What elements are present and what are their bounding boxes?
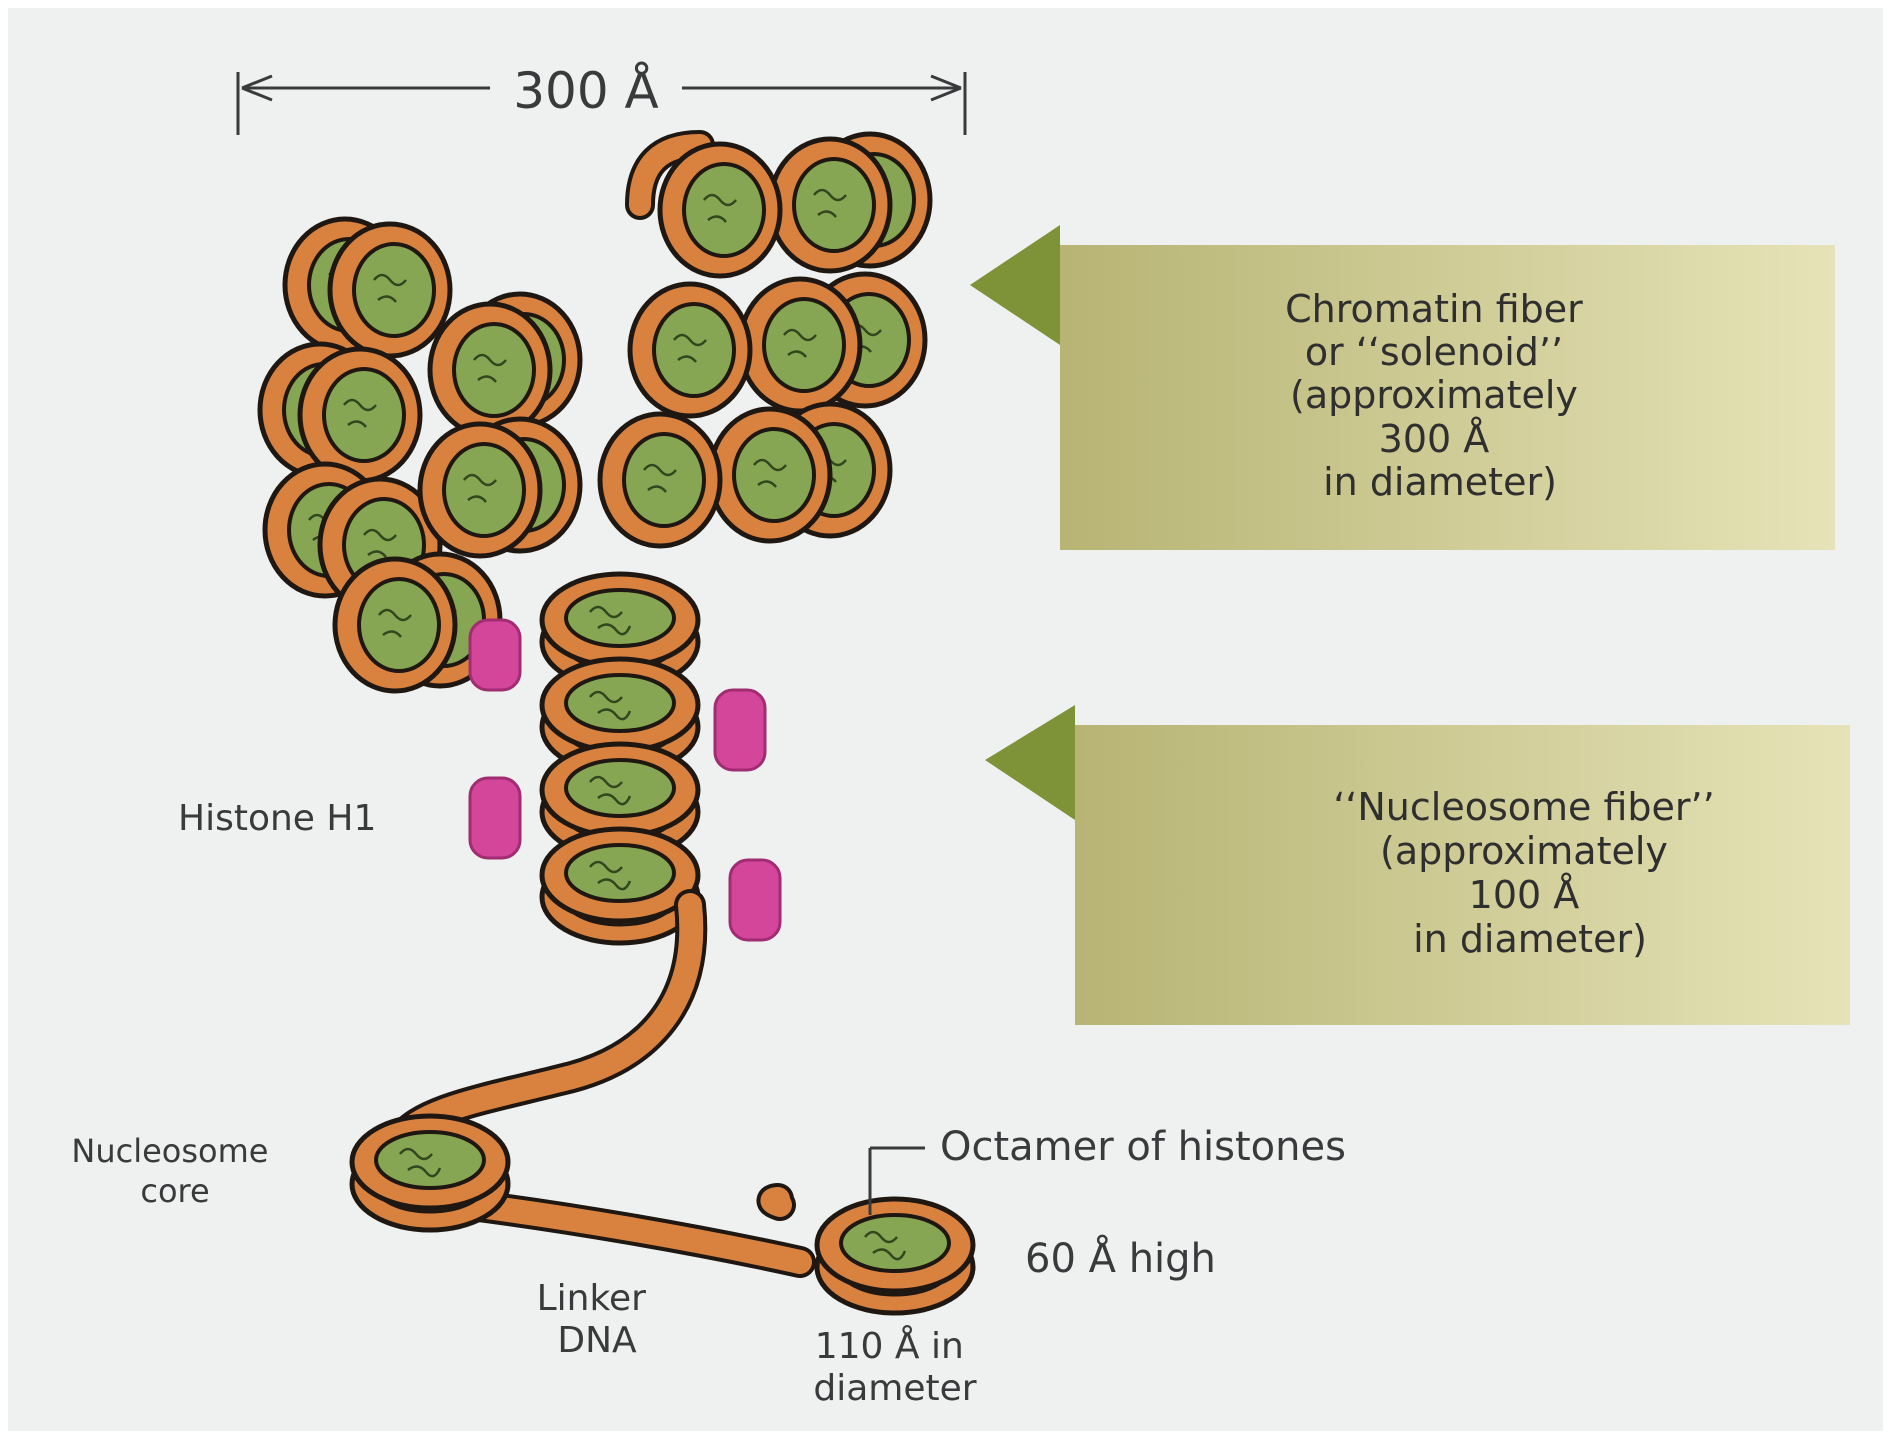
nucleosome-core-left: [352, 1116, 508, 1230]
nucleosome-fiber-stack: [542, 574, 698, 943]
solenoid-line-2: or ‘‘solenoid’’: [1305, 330, 1563, 374]
diameter-label-1: 110 Å in: [815, 1324, 964, 1367]
solenoid-line-1: Chromatin fiber: [1285, 287, 1583, 331]
height-label: 60 Å high: [1025, 1234, 1216, 1282]
nucleosome-fiber-line-4: in diameter): [1413, 917, 1647, 961]
nucleosome-core-label-1: Nucleosome: [71, 1132, 268, 1170]
nucleosome-fiber-line-3: 100 Å: [1469, 873, 1580, 917]
dimension-label: 300 Å: [513, 62, 659, 120]
nucleosome-fiber-callout: ‘‘Nucleosome fiber’’ (approximately 100 …: [985, 705, 1850, 1025]
svg-text:110 Å in diameter: 110 Å in diameter: [813, 1324, 976, 1409]
nucleosome-core-right: [817, 1199, 973, 1313]
linker-dna-label-2: DNA: [557, 1320, 637, 1361]
octamer-label: Octamer of histones: [940, 1124, 1346, 1170]
nucleosome-fiber-box: [1075, 725, 1850, 1025]
histone-h1-label: Histone H1: [178, 798, 376, 839]
diameter-label-2: diameter: [813, 1368, 976, 1409]
solenoid-line-3: (approximately: [1290, 373, 1578, 417]
svg-text:Chromatin fiber or ‘‘sol: Chromatin fiber or ‘‘solenoid’’ (approxi…: [1285, 287, 1595, 504]
solenoid-callout: Chromatin fiber or ‘‘solenoid’’ (approxi…: [970, 225, 1835, 550]
solenoid-line-4: 300 Å: [1379, 417, 1490, 461]
solenoid-line-5: in diameter): [1323, 460, 1557, 504]
nucleosome-fiber-line-2: (approximately: [1380, 829, 1668, 873]
nucleosome-fiber-line-1: ‘‘Nucleosome fiber’’: [1333, 785, 1714, 829]
nucleosome-core-label-2: core: [140, 1172, 209, 1210]
linker-dna-label-1: Linker: [537, 1278, 647, 1319]
